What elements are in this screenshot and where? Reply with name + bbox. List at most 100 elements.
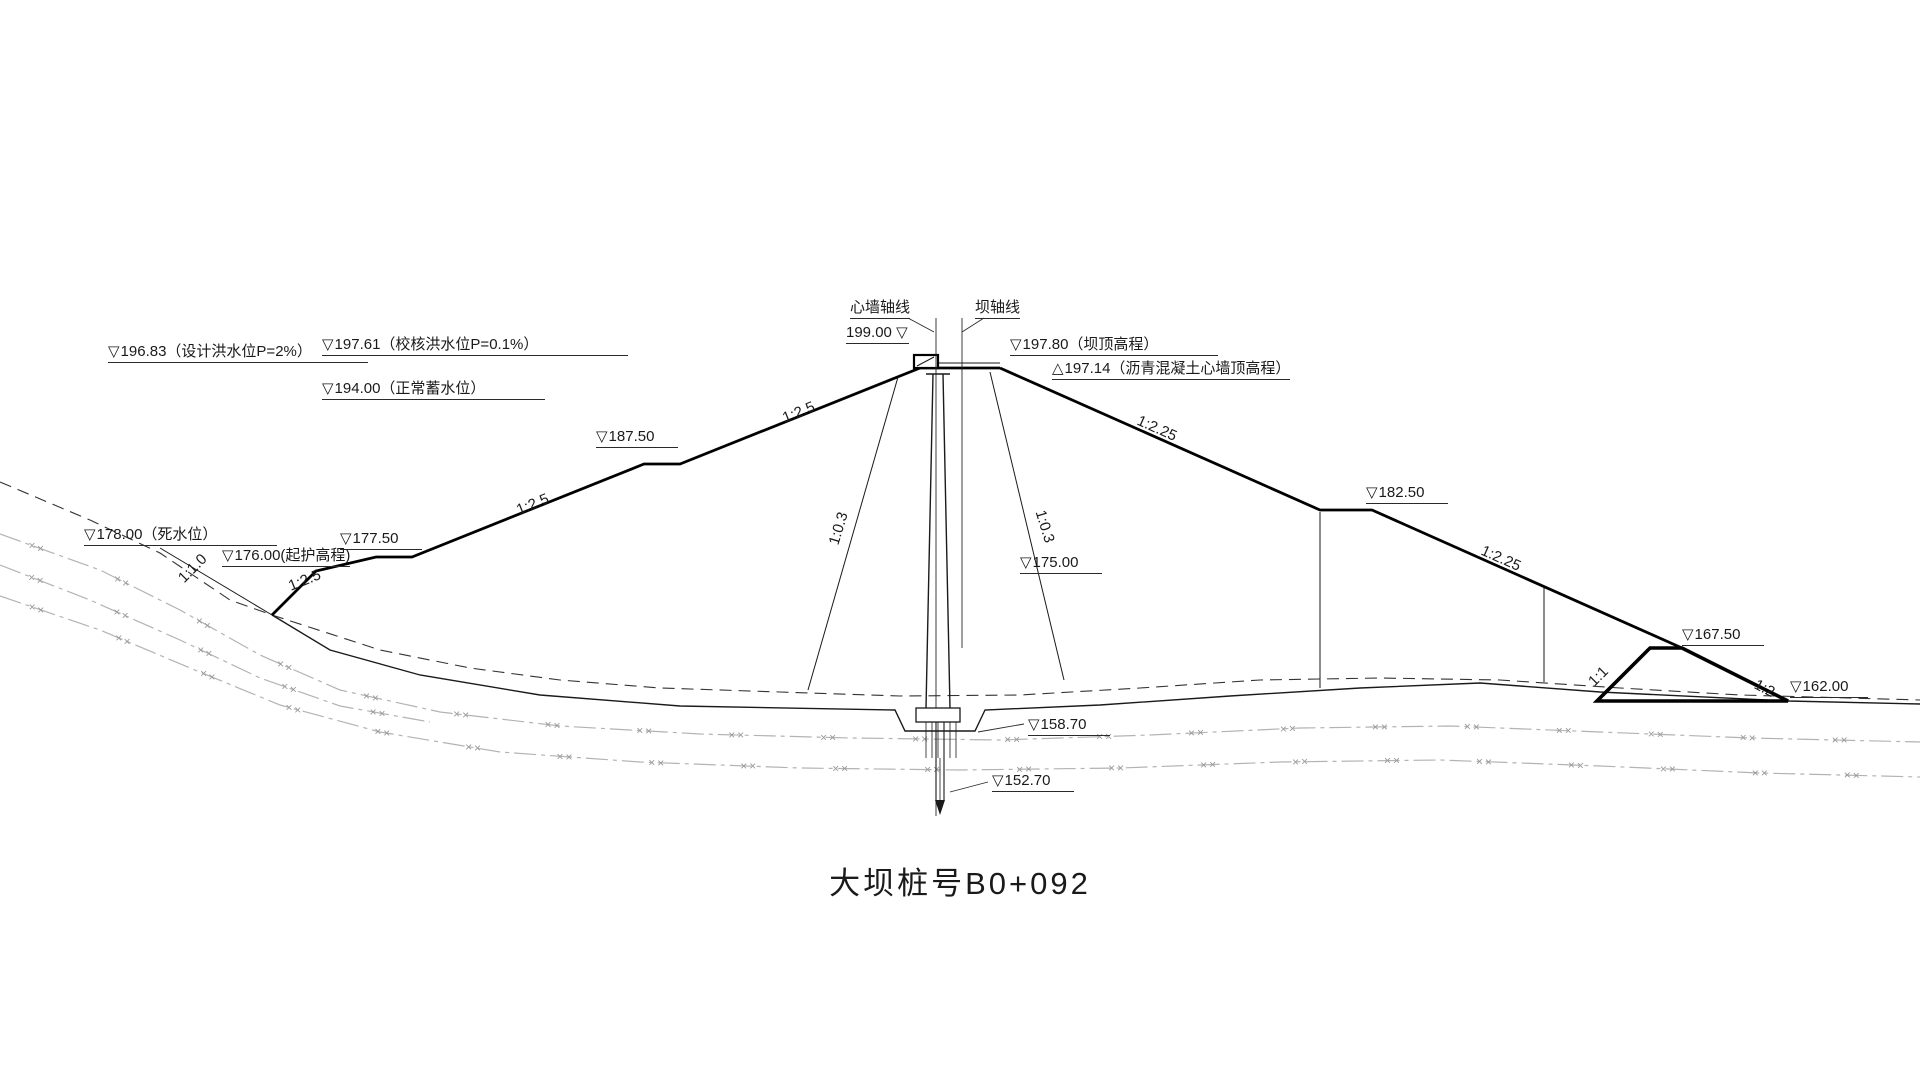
strata-cross-mark: × [115,631,122,645]
label-text: 197.80（坝顶高程） [1022,336,1159,353]
strata-cross-mark: × [1669,762,1676,776]
strata-cross-mark: × [1740,731,1747,745]
core-wall-layer [915,318,963,816]
strata-cross-mark: × [1292,755,1299,769]
strata-cross-mark: × [1004,733,1011,747]
strata-cross-mark: × [921,732,928,746]
excavation-foundation-line [271,614,1920,732]
label-riprap-start-elevation: ▽176.00(起护高程) [222,547,351,567]
strata-cross-mark: × [374,724,381,738]
stratum-line-3 [0,564,431,723]
strata-cross-mark: × [1105,729,1112,743]
label-design-flood-level: ▽196.83（设计洪水位P=2%） [108,343,368,363]
strata-cross-mark: × [820,730,827,744]
strata-cross-mark: × [1853,768,1860,782]
strata-cross-mark: × [841,762,848,776]
water-level-icon: ▽ [322,380,334,397]
strata-cross-mark: × [281,680,288,694]
label-crest-elevation: ▽197.80（坝顶高程） [1010,336,1219,356]
strata-cross-mark: × [197,643,204,657]
strata-cross-mark: × [285,661,292,675]
strata-cross-mark: × [657,756,664,770]
label-text: 182.50 [1378,484,1425,501]
label-check-flood-level: ▽197.61（校核洪水位P=0.1%） [322,336,629,356]
strata-cross-mark: × [1844,768,1851,782]
strata-cross-mark: × [290,683,297,697]
strata-cross-mark: × [29,600,36,614]
curtain-bottom-leader [949,781,989,793]
water-level-icon: ▽ [108,343,120,360]
strata-cross-mark: × [1301,755,1308,769]
label-text: 177.50 [352,530,399,547]
strata-cross-mark: × [1384,754,1391,768]
water-level-icon: ▽ [596,428,608,445]
strata-cross-mark: × [1577,758,1584,772]
strata-cross-mark: × [832,761,839,775]
excavation-slope-line [159,547,273,616]
strata-cross-mark: × [1393,754,1400,768]
strata-cross-mark: × [363,689,370,703]
strata-cross-mark: × [453,707,460,721]
water-level-icon: ▽ [1366,484,1378,501]
stratum-line-1 [0,533,1920,743]
strata-cross-mark: × [1476,754,1483,768]
drawing-title: 大坝桩号B0+092 [829,866,1091,901]
strata-cross-mark: × [1752,766,1759,780]
foundation-leader [977,723,1025,733]
label-downstream-berm-182-50: ▽182.50 [1366,484,1449,504]
strata-cross-mark: × [829,731,836,745]
strata-cross-mark: × [1209,758,1216,772]
grout-curtain-arrow [935,800,945,815]
water-level-icon: ▽ [992,772,1004,789]
strata-cross-mark: × [1381,720,1388,734]
strata-cross-mark: × [465,740,472,754]
strata-cross-mark: × [1565,724,1572,738]
strata-cross-mark: × [553,719,560,733]
strata-cross-mark: × [545,718,552,732]
strata-cross-mark: × [372,691,379,705]
strata-cross-mark: × [1188,726,1195,740]
label-core-wall-axis: 心墙轴线 [850,299,911,319]
label-normal-storage-level: ▽194.00（正常蓄水位） [322,380,546,400]
strata-cross-mark: × [28,570,35,584]
label-text: 176.00(起护高程) [234,547,351,564]
label-curtain-bottom-152-70: ▽152.70 [992,772,1075,792]
strata-cross-mark: × [1372,720,1379,734]
strata-cross-mark: × [1657,727,1664,741]
strata-cross-mark: × [1016,762,1023,776]
label-text: 178.00（死水位） [96,526,218,543]
strata-cross-mark: × [196,614,203,628]
water-level-icon: ▽ [1790,678,1802,695]
strata-cross-mark: × [1096,730,1103,744]
water-level-icon: ▽ [340,530,352,547]
strata-cross-mark: × [124,634,131,648]
strata-cross-mark: × [556,749,563,763]
strata-cross-mark: × [1556,723,1563,737]
water-level-icon: ▽ [1028,716,1040,733]
strata-cross-mark: × [294,703,301,717]
water-level-icon: ▽ [84,526,96,543]
water-level-icon: ▽ [1020,554,1032,571]
label-text: 187.50 [608,428,655,445]
original-ground-line [0,481,1920,701]
strata-cross-mark: × [636,724,643,738]
strata-cross-mark: × [1660,762,1667,776]
label-elevation-175: ▽175.00 [1020,554,1103,574]
strata-cross-mark: × [1749,731,1756,745]
strata-cross-mark: × [286,700,293,714]
elevation-marker-icon: △ [1052,360,1064,377]
water-level-icon: ▽ [322,336,334,353]
label-downstream-toe-162: ▽162.00 [1790,678,1869,698]
strata-cross-mark: × [1108,761,1115,775]
strata-cross-mark: × [1025,762,1032,776]
strata-cross-mark: × [28,539,35,553]
strata-cross-mark: × [37,574,44,588]
strata-cross-mark: × [200,667,207,681]
upstream-face-line [271,366,921,616]
core-wall-footing [915,707,961,723]
strata-cross-mark: × [749,759,756,773]
strata-cross-mark: × [1289,721,1296,735]
water-level-icon: ▽ [1010,336,1022,353]
label-core-axis-top-elevation: 199.00 ▽ [846,324,909,344]
strata-cross-mark: × [37,542,44,556]
